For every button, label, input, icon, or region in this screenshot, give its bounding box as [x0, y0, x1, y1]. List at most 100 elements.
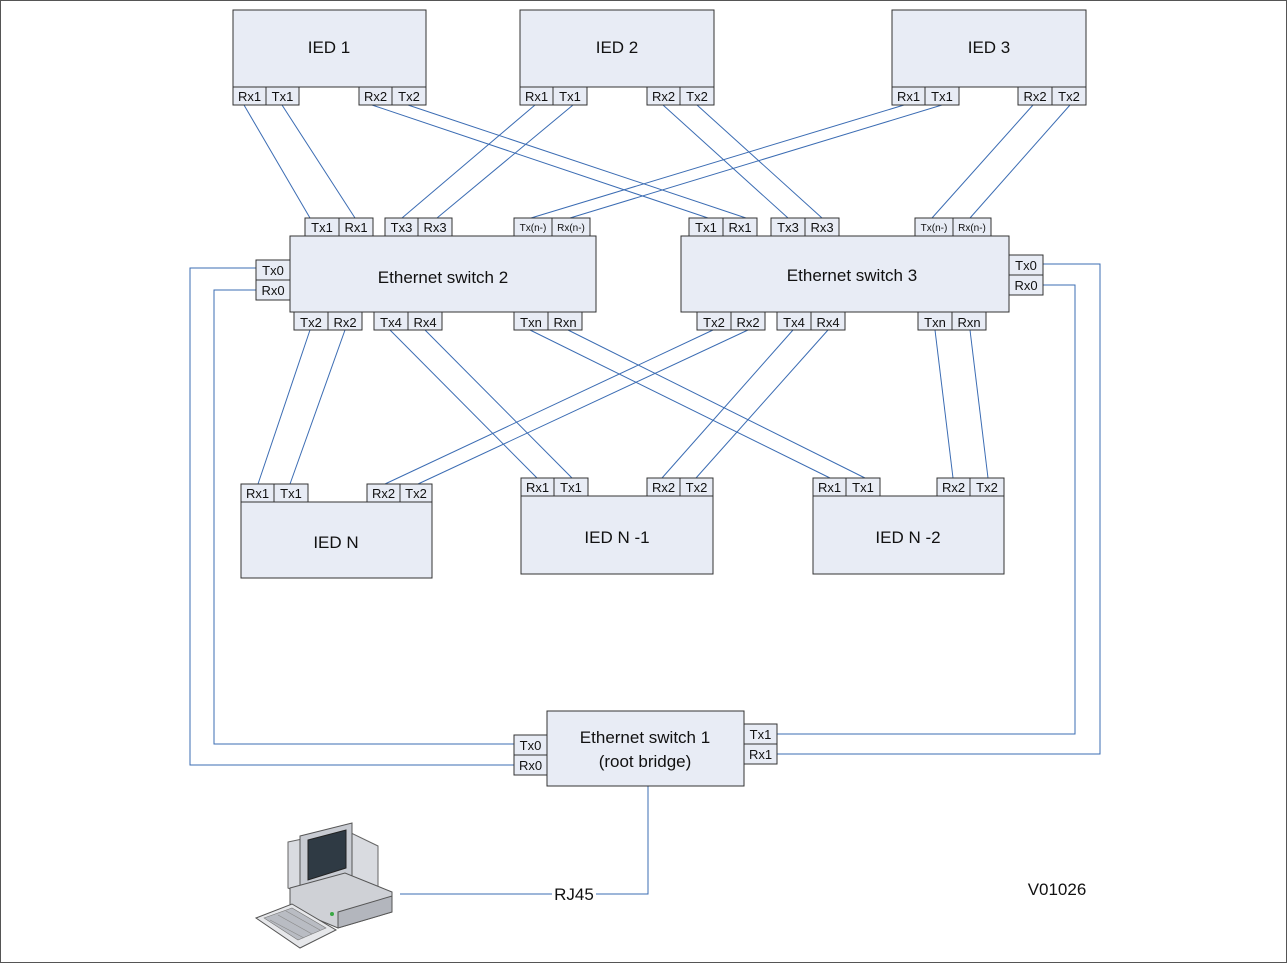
port-label: Tx1 — [852, 480, 874, 495]
link-sw3-rxn-iedN2 — [969, 329, 989, 479]
port-label: Tx(n-) — [921, 223, 948, 234]
port-label: Rx1 — [525, 89, 548, 104]
switch-1-sublabel: (root bridge) — [599, 752, 692, 771]
diagram-id: V01026 — [1028, 880, 1087, 899]
link-sw3-rx4-iedN1 — [695, 329, 829, 479]
link-ied2-tx2 — [696, 104, 823, 219]
port-label: Rx1 — [238, 89, 261, 104]
links — [189, 104, 1101, 895]
port-label: Rx1 — [728, 220, 751, 235]
ied-1: IED 1 Rx1 Tx1 Rx2 Tx2 — [232, 9, 427, 106]
port-label: Tx1 — [560, 480, 582, 495]
port-label: Rxn — [553, 315, 576, 330]
port-label: Rx2 — [333, 315, 356, 330]
link-sw3-tx0-root — [777, 263, 1101, 755]
ethernet-switch-1-root-bridge: Ethernet switch 1 (root bridge) Tx0 Rx0 … — [513, 710, 778, 787]
port-label: Rx4 — [413, 315, 436, 330]
port-label: Tx1 — [280, 486, 302, 501]
ied-3: IED 3 Rx1 Tx1 Rx2 Tx2 — [891, 9, 1087, 106]
port-label: Tx3 — [777, 220, 799, 235]
port-label: Tx1 — [272, 89, 294, 104]
port-label: Tx1 — [695, 220, 717, 235]
ied-n-1: IED N -1 Rx1 Tx1 Rx2 Tx2 — [520, 477, 714, 575]
link-sw2-rx0-root — [213, 289, 514, 745]
port-label: Rx1 — [818, 480, 841, 495]
port-label: Txn — [520, 315, 542, 330]
link-ied3-tx1 — [569, 104, 943, 219]
ied-n: IED N Rx1 Tx1 Rx2 Tx2 — [240, 483, 433, 579]
link-sw3-rx0-root — [777, 284, 1076, 735]
port-label: Rx1 — [526, 480, 549, 495]
port-label: Rx4 — [816, 315, 839, 330]
link-sw2-rx4-iedN1 — [424, 329, 573, 479]
port-label: Tx4 — [380, 315, 402, 330]
ied-n-label: IED N — [313, 533, 358, 552]
ied-2: IED 2 Rx1 Tx1 Rx2 Tx2 — [519, 9, 715, 106]
port-label: Tx4 — [783, 315, 805, 330]
port-label: Rx1 — [749, 747, 772, 762]
port-label: Tx2 — [976, 480, 998, 495]
switch-3-label: Ethernet switch 3 — [787, 266, 917, 285]
ied-1-label: IED 1 — [308, 38, 351, 57]
link-sw3-txn-iedN2 — [934, 329, 954, 479]
link-ied1-rx1 — [243, 104, 311, 219]
link-rj45 — [400, 786, 649, 895]
link-sw2-rxn-iedN2 — [567, 329, 866, 479]
port-label: Rx1 — [246, 486, 269, 501]
port-label: Rx2 — [736, 315, 759, 330]
ethernet-switch-2: Ethernet switch 2 Tx1 Rx1 Tx3 Rx3 Tx(n-)… — [255, 217, 597, 331]
port-label: Rx2 — [1023, 89, 1046, 104]
link-ied3-rx1 — [530, 104, 905, 219]
port-label: Rx2 — [372, 486, 395, 501]
port-label: Rx(n-) — [557, 223, 585, 234]
desktop-computer-icon — [254, 822, 393, 949]
link-sw2-txn-iedN2 — [529, 329, 831, 479]
port-label: Rx1 — [897, 89, 920, 104]
rj45-label-bg — [552, 884, 596, 902]
link-sw3-rx2-iedN — [417, 329, 749, 485]
port-label: Tx2 — [686, 480, 708, 495]
ied-n-2-label: IED N -2 — [875, 528, 940, 547]
port-label: Rx(n-) — [958, 223, 986, 234]
ethernet-switch-3: Ethernet switch 3 Tx1 Rx1 Tx3 Rx3 Tx(n-)… — [680, 217, 1044, 331]
port-label: Tx1 — [559, 89, 581, 104]
link-sw2-tx4-iedN1 — [389, 329, 538, 479]
ied-n-2: IED N -2 Rx1 Tx1 Rx2 Tx2 — [812, 477, 1005, 575]
link-ied3-tx2 — [969, 104, 1071, 219]
port-label: Rx2 — [942, 480, 965, 495]
port-label: Tx2 — [405, 486, 427, 501]
ied-2-label: IED 2 — [596, 38, 639, 57]
link-ied2-rx1 — [401, 104, 536, 219]
port-label: Rx3 — [423, 220, 446, 235]
port-label: Rx0 — [519, 758, 542, 773]
link-sw2-tx2-iedN — [257, 329, 311, 485]
ied-n-1-label: IED N -1 — [584, 528, 649, 547]
link-ied2-tx1 — [436, 104, 574, 219]
switch-2-label: Ethernet switch 2 — [378, 268, 508, 287]
port-label: Rx2 — [652, 89, 675, 104]
port-label: Tx0 — [262, 263, 284, 278]
link-ied1-tx2 — [407, 104, 747, 219]
link-ied1-rx2 — [371, 104, 709, 219]
port-label: Tx0 — [1015, 258, 1037, 273]
port-label: Rx0 — [1014, 278, 1037, 293]
port-label: Tx(n-) — [520, 223, 547, 234]
rj45-label: RJ45 — [554, 885, 594, 904]
port-label: Rxn — [957, 315, 980, 330]
port-label: Tx1 — [311, 220, 333, 235]
port-label: Tx2 — [1058, 89, 1080, 104]
port-label: Tx2 — [398, 89, 420, 104]
link-sw2-rx2-iedN — [289, 329, 346, 485]
port-label: Rx3 — [810, 220, 833, 235]
port-label: Txn — [924, 315, 946, 330]
port-label: Rx1 — [344, 220, 367, 235]
link-sw3-tx4-iedN1 — [661, 329, 794, 479]
port-label: Tx2 — [703, 315, 725, 330]
link-ied3-rx2 — [931, 104, 1034, 219]
port-label: Rx0 — [261, 283, 284, 298]
ied-3-label: IED 3 — [968, 38, 1011, 57]
port-label: Tx3 — [391, 220, 413, 235]
port-label: Tx0 — [520, 738, 542, 753]
link-sw3-tx2-iedN — [384, 329, 714, 485]
